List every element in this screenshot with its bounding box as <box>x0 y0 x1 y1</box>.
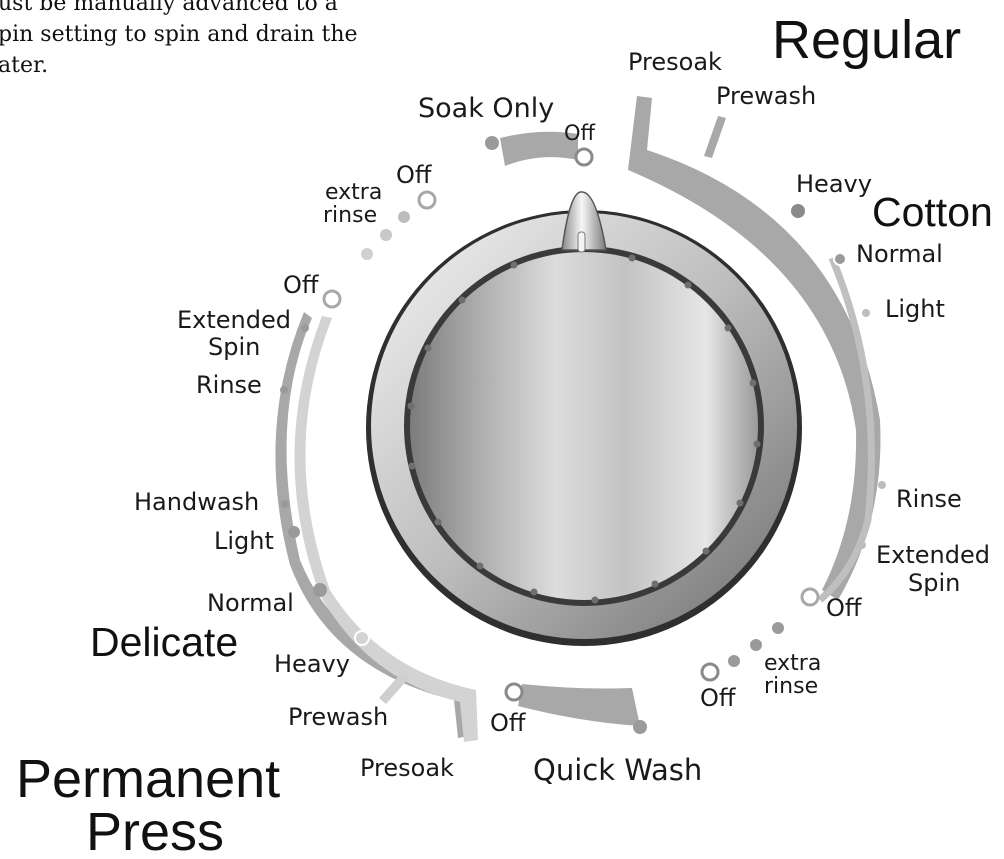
perm-prewash-label: Prewash <box>288 703 388 731</box>
delicate-rinse-label: Rinse <box>196 371 262 399</box>
quick-wash-label: Quick Wash <box>533 753 702 787</box>
permanent-label: Permanent <box>16 749 280 809</box>
quick-wash-band <box>518 684 640 726</box>
right-extra-label: extra <box>764 651 821 676</box>
setting-dots <box>280 136 886 734</box>
intro-line: ater. <box>0 53 49 78</box>
perm-presoak-label: Presoak <box>360 754 454 782</box>
delicate-light-label: Light <box>214 527 274 555</box>
dial-pointer <box>561 191 607 251</box>
delicate-handwash-label: Handwash <box>134 488 259 516</box>
right-bottom-dot <box>728 655 740 667</box>
delicate-off-ring <box>322 289 342 309</box>
left-extra-label: extra <box>325 180 382 205</box>
delicate-extended-label: Extended <box>177 306 291 334</box>
permanent-press-band <box>294 316 478 742</box>
cotton-heavy-label: Heavy <box>796 170 872 198</box>
left-prewash-tick <box>379 672 410 704</box>
presoak-label: Presoak <box>628 48 722 76</box>
intro-text: ust be manually advanced to a pin settin… <box>0 0 438 81</box>
left-top-dot <box>361 248 373 260</box>
left-top-dot <box>398 211 410 223</box>
delicate-heavy-dot <box>354 630 370 646</box>
delicate-light-dot <box>288 526 300 538</box>
cotton-spin-label: Spin <box>908 569 960 597</box>
delicate-handwash-dot <box>281 500 289 508</box>
soak-only-off-label: Off <box>564 121 596 145</box>
cotton-light-dot <box>862 309 870 317</box>
left-rinse-label: rinse <box>323 203 377 228</box>
left-off-label: Off <box>396 161 432 189</box>
quick-wash-off-label: Off <box>490 709 526 737</box>
quick-wash-off-ring <box>504 682 524 702</box>
right-off-label: Off <box>700 684 736 712</box>
delicate-spin-label: Spin <box>208 333 260 361</box>
cotton-light-label: Light <box>885 295 945 323</box>
pointer-notch <box>577 231 586 253</box>
delicate-off-label: Off <box>283 271 319 299</box>
soak-only-label: Soak Only <box>418 93 554 124</box>
cotton-extended-dot <box>858 541 866 549</box>
cotton-off-label: Off <box>826 594 862 622</box>
press-label: Press <box>86 802 224 859</box>
soak-only-band <box>500 131 578 166</box>
prewash-label: Prewash <box>716 82 816 110</box>
cotton-off-ring <box>800 587 820 607</box>
delicate-rinse-dot <box>280 386 288 394</box>
right-rinse-label: rinse <box>764 674 818 699</box>
delicate-normal-dot <box>313 583 327 597</box>
right-bottom-dot <box>772 622 784 634</box>
intro-line: pin setting to spin and drain the <box>0 22 358 47</box>
delicate-normal-label: Normal <box>207 589 294 617</box>
prewash-tick <box>704 116 726 158</box>
left-top-dot <box>380 229 392 241</box>
right-bottom-dot <box>750 639 762 651</box>
dial-tick-dots <box>407 254 761 604</box>
cotton-rinse-label: Rinse <box>896 485 962 513</box>
cotton-normal-dot <box>833 252 847 266</box>
cotton-extended-label: Extended <box>876 541 990 569</box>
dial-face <box>410 252 758 600</box>
left-top-off-ring <box>417 190 437 210</box>
cotton-label: Cotton <box>872 189 993 235</box>
regular-label: Regular <box>772 10 961 70</box>
cotton-rinse-dot <box>878 481 886 489</box>
soak-only-off-ring <box>574 147 594 167</box>
cotton-normal-label: Normal <box>856 240 943 268</box>
cotton-inner-band <box>817 256 875 603</box>
delicate-label: Delicate <box>90 619 238 665</box>
soak-only-dot <box>485 136 499 150</box>
perm-heavy-label: Heavy <box>274 650 350 678</box>
cotton-heavy-dot <box>791 204 805 218</box>
quick-wash-dot <box>633 720 647 734</box>
delicate-extended-dot <box>301 324 309 332</box>
intro-line: ust be manually advanced to a <box>0 0 338 16</box>
right-bottom-off-ring <box>700 662 720 682</box>
